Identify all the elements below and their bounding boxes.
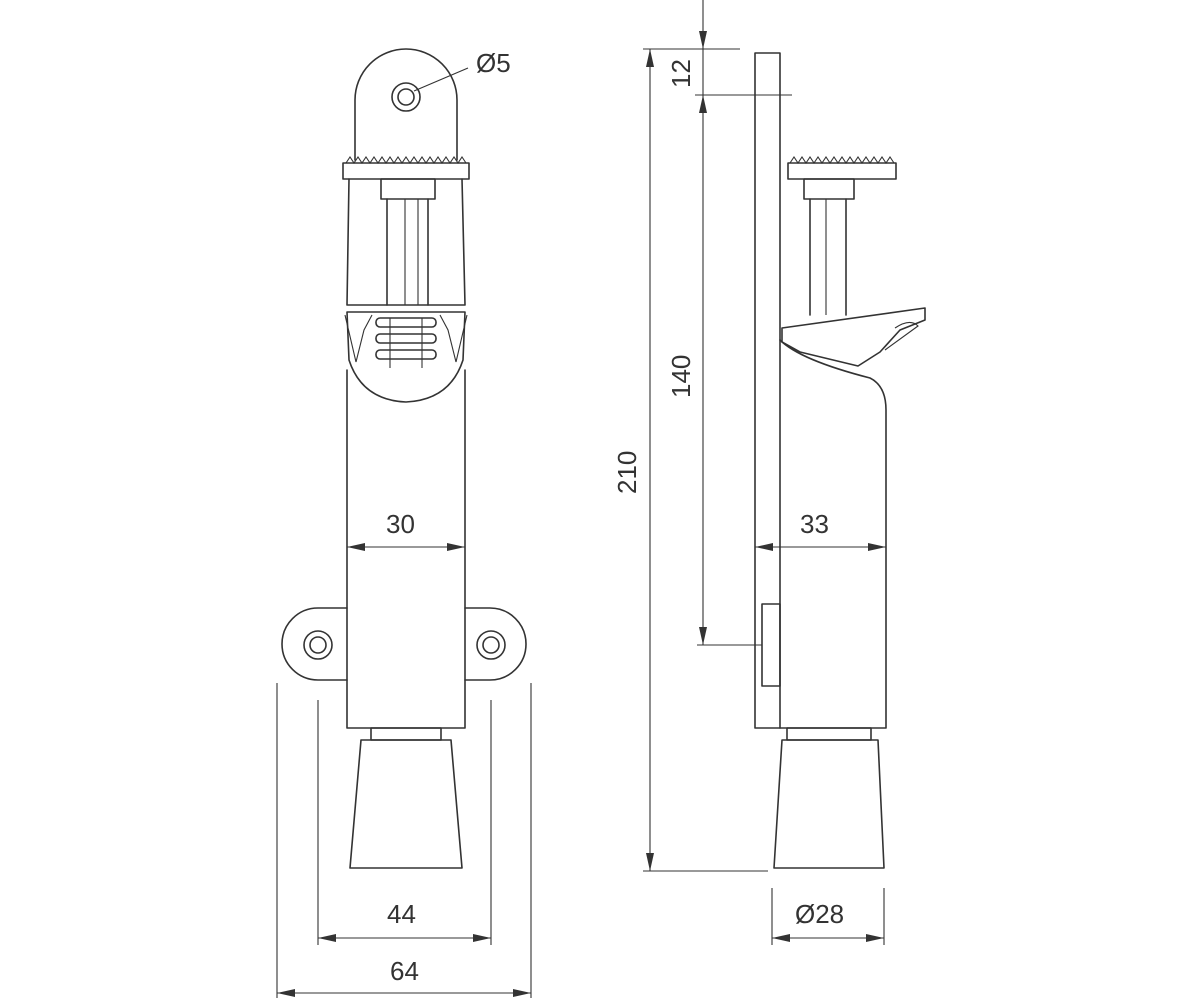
top-hole-outer — [391, 82, 421, 112]
side-cap-teeth — [789, 156, 895, 164]
width-30-label: 30 — [386, 509, 415, 539]
top-lug — [354, 48, 458, 161]
side-body — [779, 339, 887, 729]
side-cap — [787, 162, 897, 180]
foot-collar — [370, 727, 442, 741]
knurled-cap-teeth — [345, 156, 467, 164]
height-210-arrow-top — [646, 49, 654, 67]
side-view — [754, 52, 926, 869]
base-hole-left-outer — [303, 630, 333, 660]
cap-collar — [380, 178, 436, 200]
height-210-label: 210 — [612, 451, 642, 494]
clip-left — [344, 314, 373, 363]
offset-12-label: 12 — [666, 59, 696, 88]
upper-housing — [346, 178, 466, 306]
release-lever-detail — [884, 321, 919, 351]
side-cap-collar — [803, 178, 855, 200]
mount-140-arrow-bottom — [699, 627, 707, 645]
clip-rib-1 — [375, 317, 437, 328]
clip-rib-3 — [375, 349, 437, 360]
clip-housing — [346, 311, 466, 403]
base-plate — [281, 607, 527, 681]
depth-33-label: 33 — [800, 509, 829, 539]
back-plate — [754, 52, 781, 729]
hole-leader — [413, 67, 469, 92]
front-view — [281, 48, 527, 869]
base-hole-left-inner — [309, 636, 327, 654]
clip-right — [439, 314, 468, 363]
base-hole-right-inner — [482, 636, 500, 654]
offset-12-arrow-top — [699, 31, 707, 49]
base-hole-right-outer — [476, 630, 506, 660]
width-30-arrow-left — [347, 543, 365, 551]
rubber-foot — [349, 739, 463, 869]
top-hole-inner — [397, 88, 415, 106]
mount-140-label: 140 — [666, 355, 696, 398]
spacing-44-arrow-right — [473, 934, 491, 942]
base-64-label: 64 — [390, 956, 419, 986]
foot-28-arrow-left — [772, 934, 790, 942]
release-lever — [781, 307, 926, 367]
base-64-arrow-left — [277, 989, 295, 997]
spacing-44-label: 44 — [387, 899, 416, 929]
foot-28-label: Ø28 — [795, 899, 844, 929]
mount-tab — [761, 603, 781, 687]
spacing-44-arrow-left — [318, 934, 336, 942]
clip-rib-2 — [375, 333, 437, 344]
width-30-arrow-right — [447, 543, 465, 551]
side-foot-collar — [786, 727, 872, 741]
depth-33-arrow-left — [755, 543, 773, 551]
base-64-arrow-right — [513, 989, 531, 997]
side-rubber-foot — [773, 739, 885, 869]
height-210-arrow-bottom — [646, 853, 654, 871]
depth-33-arrow-right — [868, 543, 886, 551]
foot-28-arrow-right — [866, 934, 884, 942]
hole-diameter-label: Ø5 — [476, 48, 511, 78]
knurled-cap — [342, 162, 470, 180]
